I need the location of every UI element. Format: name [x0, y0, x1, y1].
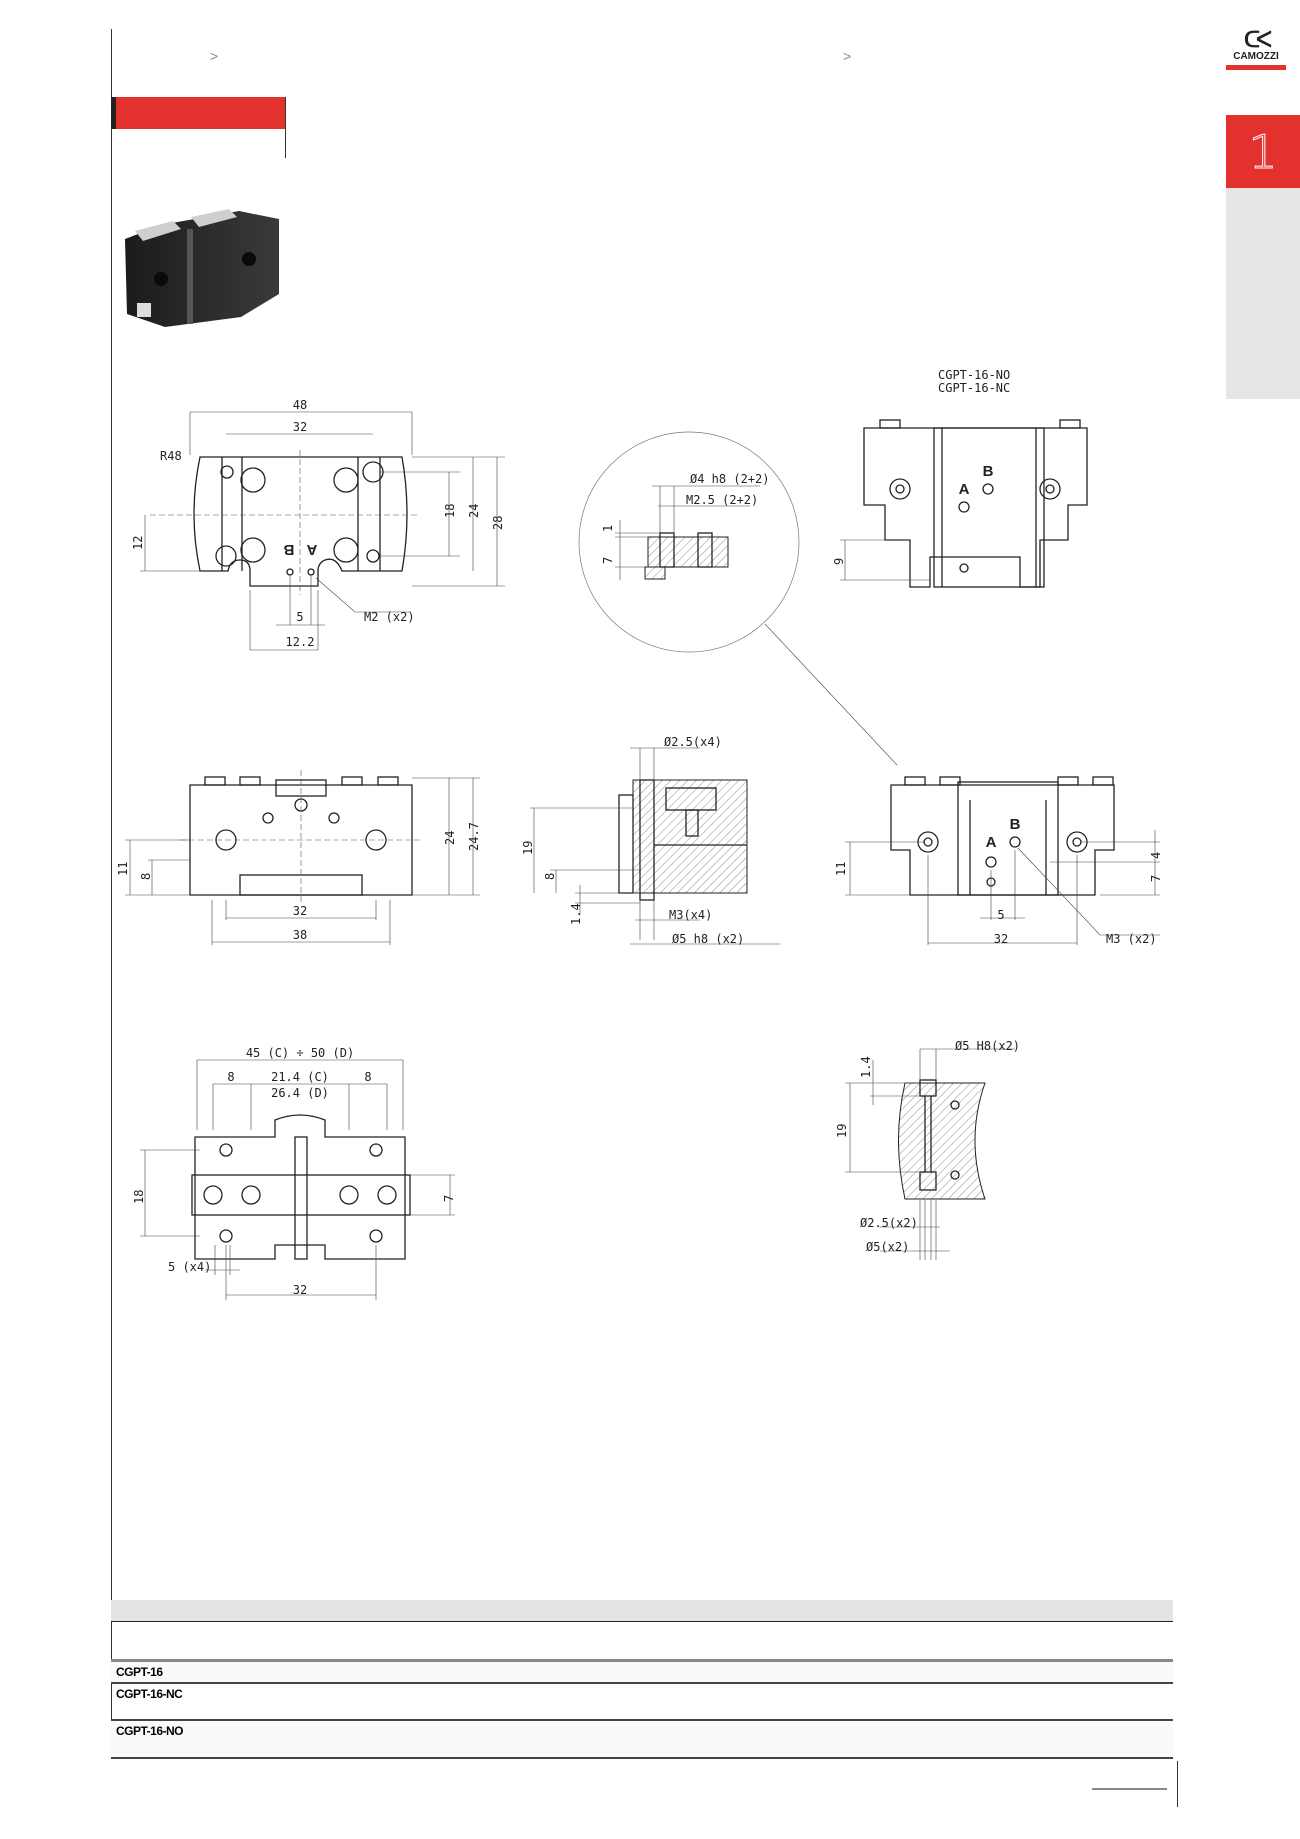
variant-title: CGPT-16-NO	[938, 368, 1010, 382]
section-title-bar	[111, 97, 285, 129]
side-view-drawing: 11 4 7 5 32 M3 (x2) A B	[834, 776, 1163, 946]
table-subheader	[111, 1622, 1173, 1662]
camozzi-logo: ᑕᐸ CAMOZZI	[1226, 29, 1286, 75]
dim-label: Ø2.5(x4)	[664, 735, 722, 749]
dim-label: 1	[601, 525, 615, 532]
port-label: A	[306, 541, 317, 558]
model-code: CGPT-16-NC	[116, 1687, 183, 1701]
jaw-section-drawing: Ø5 H8(x2) 1.4 19 Ø2.5(x2) Ø5(x2)	[835, 1039, 1020, 1260]
port-label: B	[283, 541, 294, 558]
dim-label: 19	[521, 841, 535, 855]
port-label: A	[986, 834, 997, 851]
dim-label: 5	[997, 908, 1004, 922]
dim-label: M2.5 (2+2)	[686, 493, 758, 507]
dim-label: M3 (x2)	[1106, 932, 1157, 946]
variant-title: CGPT-16-NC	[938, 381, 1010, 395]
top-view-drawing: 48 32 R48 18 24 28 12 5 12.2 M2 (x2) B A	[131, 398, 505, 651]
front-view-drawing: 24 24.7 11 8 32 38	[116, 770, 481, 945]
chapter-tab[interactable]: 1	[1226, 115, 1300, 188]
dim-label: 28	[491, 516, 505, 530]
title-divider	[285, 97, 286, 158]
dim-label: Ø5 h8 (x2)	[672, 932, 744, 946]
dim-label: 1.4	[859, 1056, 873, 1078]
dim-label: 7	[442, 1195, 456, 1202]
dim-label: 32	[293, 904, 307, 918]
detail-drawing: Ø4 h8 (2+2) M2.5 (2+2) 1 7	[578, 431, 898, 766]
dim-label: 7	[1149, 875, 1163, 882]
breadcrumb-separator: >	[210, 48, 219, 64]
dim-label: 18	[443, 504, 457, 518]
dim-label: 1.4	[569, 903, 583, 925]
table-header	[111, 1600, 1173, 1622]
dim-label: 5	[296, 610, 303, 624]
port-label: B	[1010, 816, 1021, 833]
port-label: B	[983, 463, 994, 480]
dim-label: 5 (x4)	[168, 1260, 211, 1274]
dim-label: M2 (x2)	[364, 610, 415, 624]
dim-label: 24	[467, 504, 481, 518]
dim-label: 32	[293, 1283, 307, 1297]
dim-label: 11	[116, 862, 130, 876]
dim-label: 4	[1149, 852, 1163, 859]
logo-wordmark: CAMOZZI	[1233, 51, 1279, 62]
dim-label: Ø5(x2)	[866, 1240, 909, 1254]
dim-label: 8	[543, 873, 557, 880]
dim-label: Ø5 H8(x2)	[955, 1039, 1020, 1053]
dim-label: 24	[443, 831, 457, 845]
dim-label: 9	[832, 558, 846, 565]
page-footer-rule	[1092, 1788, 1167, 1790]
logo-bar	[1226, 65, 1286, 70]
dim-label: 11	[834, 862, 848, 876]
dim-label: 19	[835, 1124, 849, 1138]
logo-mark: ᑕᐸ	[1243, 27, 1272, 52]
dim-label: 45 (C) ÷ 50 (D)	[246, 1046, 354, 1060]
dim-label: Ø2.5(x2)	[860, 1216, 918, 1230]
dim-label: 12	[131, 536, 145, 550]
port-label: A	[959, 481, 970, 498]
dim-label: 8	[364, 1070, 371, 1084]
product-photo	[125, 209, 279, 327]
breadcrumb-separator: >	[843, 48, 852, 64]
dim-label: 18	[132, 1190, 146, 1204]
models-table: CGPT-16 CGPT-16-NC CGPT-16-NO	[111, 1600, 1173, 1759]
dim-label: 8	[227, 1070, 234, 1084]
dim-label: 12.2	[286, 635, 315, 649]
page-footer-divider	[1177, 1761, 1178, 1807]
dim-label: 8	[139, 873, 153, 880]
dim-label: R48	[160, 449, 182, 463]
dim-label: 21.4 (C)	[271, 1070, 329, 1084]
dim-label: Ø4 h8 (2+2)	[690, 472, 769, 486]
dim-label: M3(x4)	[669, 908, 712, 922]
table-row: CGPT-16-NC	[111, 1684, 1173, 1721]
model-code: CGPT-16	[116, 1665, 163, 1679]
dim-label: 32	[293, 420, 307, 434]
variant-view-drawing: CGPT-16-NO CGPT-16-NC 9 A B	[832, 368, 1088, 588]
left-margin-rule	[111, 29, 112, 1756]
dim-label: 38	[293, 928, 307, 942]
table-row: CGPT-16-NO	[111, 1721, 1173, 1759]
dim-label: 24.7	[467, 822, 481, 851]
model-code: CGPT-16-NO	[116, 1724, 184, 1738]
table-row: CGPT-16	[111, 1662, 1173, 1684]
section-view-drawing: Ø2.5(x4) 19 8 1.4 M3(x4) Ø5 h8 (x2)	[521, 735, 780, 946]
bottom-view-drawing: 45 (C) ÷ 50 (D) 8 21.4 (C) 26.4 (D) 8 18…	[132, 1046, 456, 1300]
dim-label: 48	[293, 398, 307, 412]
dim-label: 32	[994, 932, 1008, 946]
dim-label: 26.4 (D)	[271, 1086, 329, 1100]
dim-label: 7	[601, 557, 615, 564]
